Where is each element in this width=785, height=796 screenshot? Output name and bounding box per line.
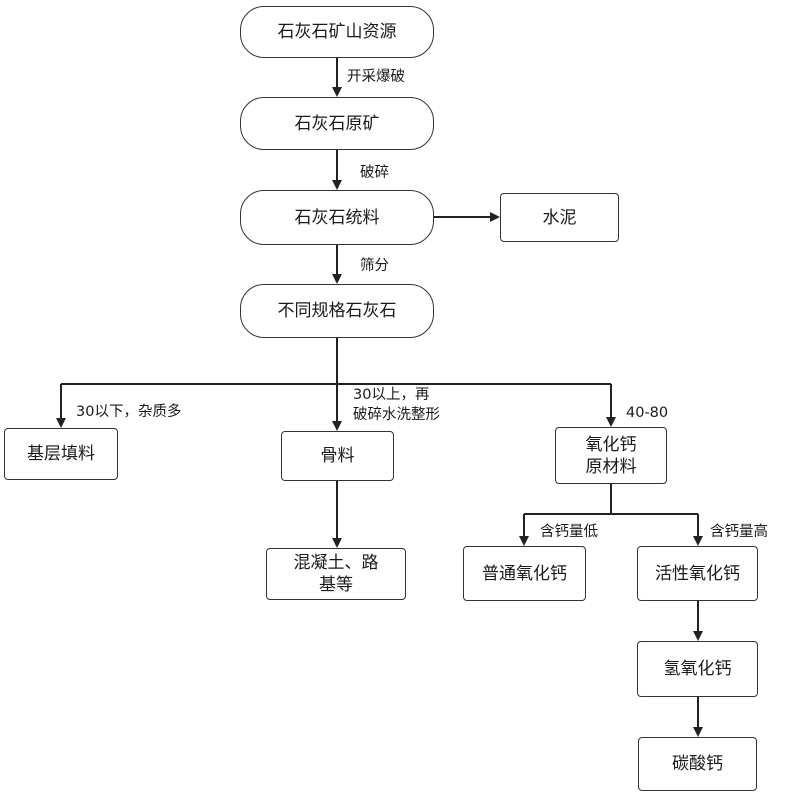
node-graded-limestone: 不同规格石灰石 xyxy=(240,284,434,338)
node-base-fill: 基层填料 xyxy=(4,428,118,480)
node-active-cao: 活性氧化钙 xyxy=(637,546,758,601)
node-concrete-roadbed: 混凝土、路 基等 xyxy=(266,548,406,600)
node-calcium-hydroxide: 氢氧化钙 xyxy=(637,641,758,697)
node-limestone-raw-ore: 石灰石原矿 xyxy=(240,97,434,150)
node-cement: 水泥 xyxy=(500,193,619,242)
node-cao-raw-material: 氧化钙 原材料 xyxy=(555,427,667,484)
label-low-calcium: 含钙量低 xyxy=(540,524,598,540)
label-high-calcium: 含钙量高 xyxy=(710,524,768,540)
label-crushing: 破碎 xyxy=(360,165,389,181)
node-limestone-bulk: 石灰石统料 xyxy=(240,190,434,245)
label-screening: 筛分 xyxy=(360,258,389,274)
label-mining-blasting: 开采爆破 xyxy=(347,69,405,85)
label-over-30-line1: 30以上，再 xyxy=(353,387,430,403)
node-common-cao: 普通氧化钙 xyxy=(463,546,586,601)
node-cao-raw-line2: 原材料 xyxy=(585,456,637,477)
node-limestone-mine-resource: 石灰石矿山资源 xyxy=(240,6,434,58)
node-cao-raw-line1: 氧化钙 xyxy=(585,434,637,455)
node-calcium-carbonate: 碳酸钙 xyxy=(638,737,757,791)
label-under-30: 30以下，杂质多 xyxy=(76,404,182,420)
node-aggregate: 骨料 xyxy=(281,431,394,481)
label-over-30-line2: 破碎水洗整形 xyxy=(353,407,440,423)
node-concrete-line2: 基等 xyxy=(319,575,353,595)
label-40-80: 40-80 xyxy=(626,405,669,421)
node-concrete-line1: 混凝土、路 xyxy=(293,553,379,573)
